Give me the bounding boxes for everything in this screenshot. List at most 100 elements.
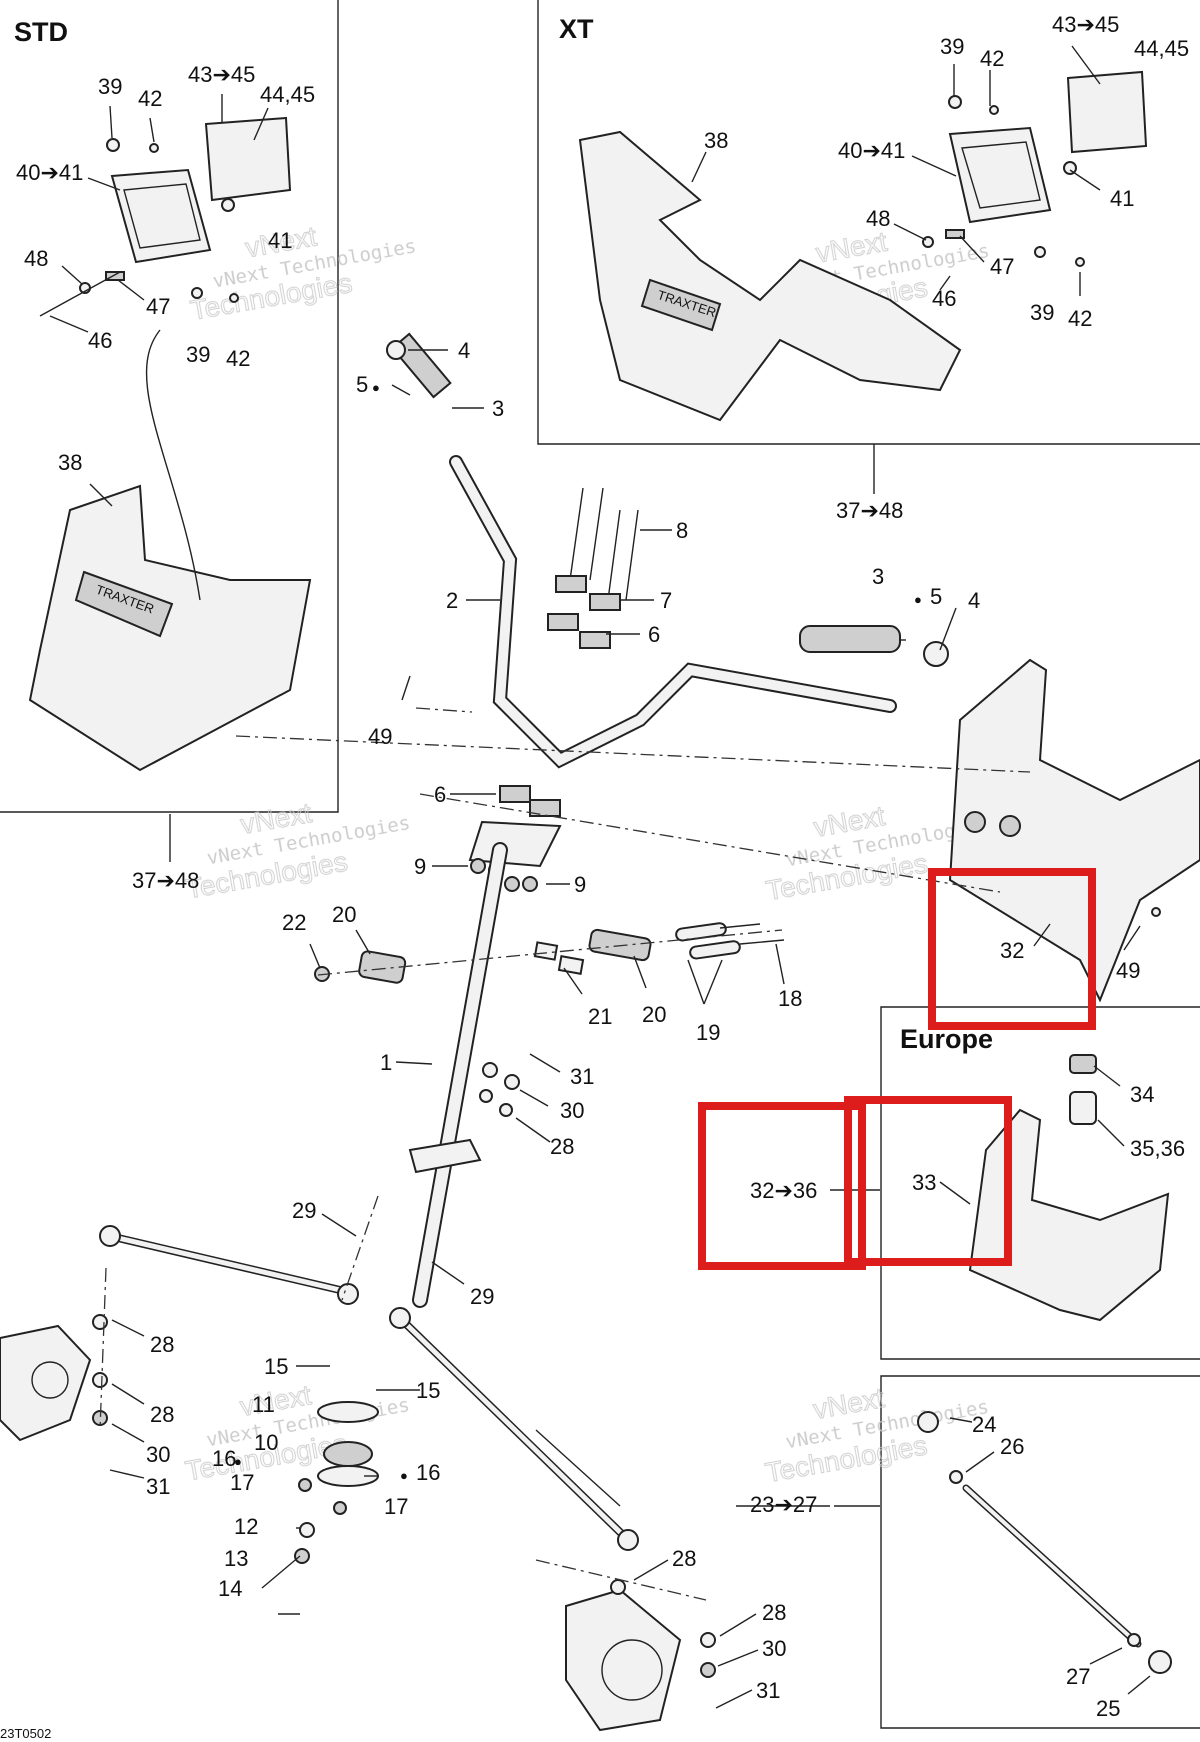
- pivot-bolt: [739, 939, 785, 945]
- std-cover: TRAXTER: [28, 484, 312, 772]
- clamp-bolt: [607, 509, 621, 601]
- callout-label: 39: [940, 34, 964, 59]
- callout-label: 33: [912, 1170, 936, 1195]
- callout-label: 48: [866, 206, 890, 231]
- highlight-box-32-36: [698, 1102, 866, 1270]
- callout-label: 44,45: [1134, 36, 1189, 61]
- callout-label: 34: [1130, 1082, 1154, 1107]
- nut-icon: [522, 876, 538, 892]
- europe-switch-body: [1069, 1091, 1097, 1125]
- callout-label: 39: [1030, 300, 1054, 325]
- column-support: [408, 1138, 482, 1174]
- tie-rod-end-icon: [1148, 1650, 1172, 1674]
- washer-icon: [299, 1522, 315, 1538]
- callout-label: 35,36: [1130, 1136, 1185, 1161]
- washer-icon: [610, 1579, 626, 1595]
- clamp-bolt: [625, 509, 639, 601]
- callout-label: 31: [570, 1064, 594, 1089]
- callout-label: 2: [446, 588, 458, 613]
- callout-label: 37➔48: [132, 868, 199, 893]
- right-bar-end-icon: [923, 641, 949, 667]
- clamp-icon: [555, 575, 587, 593]
- callout-label: 28: [762, 1600, 786, 1625]
- callout-label: 30: [560, 1098, 584, 1123]
- europe-switch-icon: [1069, 1054, 1097, 1074]
- bushing-icon: [358, 950, 407, 984]
- callout-label: 47: [146, 294, 170, 319]
- nut-icon: [92, 1410, 108, 1426]
- callout-label: 4: [458, 338, 470, 363]
- bushing-icon: [588, 928, 652, 962]
- washer-icon: [499, 1103, 513, 1117]
- clamp-icon: [579, 631, 611, 649]
- std-frame: [0, 0, 339, 813]
- xt-handguard-cover: [578, 130, 962, 422]
- xt-headlight-housing: [948, 126, 1052, 224]
- callout-label: 3: [492, 396, 504, 421]
- std-headlight-housing: [110, 168, 212, 264]
- washer-icon: [504, 1074, 520, 1090]
- tie-rod-end-icon: [917, 1411, 939, 1433]
- std-title: STD: [14, 17, 68, 47]
- callout-label: 41: [1110, 186, 1134, 211]
- bearing-icon: [317, 1401, 379, 1423]
- callout-label: 28: [550, 1134, 574, 1159]
- callout-label: 43➔45: [1052, 12, 1119, 37]
- callout-label: 32: [1000, 938, 1024, 963]
- europe-cover: [968, 1054, 1170, 1322]
- std-headlight-assembly: [39, 116, 292, 317]
- callout-label: 9: [414, 854, 426, 879]
- callout-label: 14: [218, 1576, 242, 1601]
- callout-label: 15: [264, 1354, 288, 1379]
- callout-label: 26: [1000, 1434, 1024, 1459]
- callout-labels: 43➔45 44,45 39 42 40➔41 41 48 47 46 39 4…: [16, 12, 1189, 1721]
- callout-label: 15: [416, 1378, 440, 1403]
- callout-label: 22: [282, 910, 306, 935]
- std-arrow-curve: [145, 329, 201, 601]
- clamp-icon: [499, 785, 531, 803]
- nut-icon: [333, 1501, 347, 1515]
- callout-label: 30: [762, 1636, 786, 1661]
- right-spindle-hub: [601, 1639, 663, 1701]
- callout-label: 49: [1116, 958, 1140, 983]
- callout-label: 28: [672, 1546, 696, 1571]
- callout-label: 16: [416, 1460, 440, 1485]
- std-bolt-line: [39, 271, 121, 317]
- washer-icon: [949, 1470, 963, 1484]
- xt-nut-icon: [1063, 161, 1077, 175]
- washer-icon: [1127, 1633, 1141, 1647]
- callout-label: 31: [756, 1678, 780, 1703]
- callout-label: 20: [642, 1002, 666, 1027]
- screw-icon: [1151, 907, 1161, 917]
- tie-rod-end-icon: [389, 1307, 411, 1329]
- callout-label: 28: [150, 1402, 174, 1427]
- callout-label: 1: [380, 1050, 392, 1075]
- washer-icon: [479, 1089, 493, 1103]
- std-washer-icon: [106, 138, 120, 152]
- callout-label: 40➔41: [16, 160, 83, 185]
- callout-label: 20: [332, 902, 356, 927]
- callout-label: 21: [588, 1004, 612, 1029]
- xt-title: XT: [559, 14, 594, 44]
- callout-label: 37➔48: [836, 498, 903, 523]
- callout-label: 16: [212, 1446, 236, 1471]
- leader-lines: [49, 45, 1151, 1709]
- sleeve-icon: [533, 941, 559, 961]
- callout-label: 17: [230, 1470, 254, 1495]
- callout-label: 32➔36: [750, 1178, 817, 1203]
- centerlines: [99, 707, 1031, 1601]
- callout-label: 29: [292, 1198, 316, 1223]
- std-washer-icon: [191, 287, 203, 299]
- callout-label: 46: [88, 328, 112, 353]
- std-handlebar-cover: [28, 484, 312, 772]
- link-plate: [689, 940, 741, 960]
- figure-reference: 23T0502: [0, 1726, 51, 1741]
- callout-label: 41: [268, 228, 292, 253]
- callout-label: 23➔27: [750, 1492, 817, 1517]
- handlebar-cover-right: [948, 658, 1200, 1003]
- tie-rod-end-icon: [617, 1529, 639, 1551]
- xt-screw-icon: [1075, 257, 1085, 267]
- bearing-icon: [323, 1441, 373, 1467]
- xt-washer-icon: [1034, 246, 1046, 258]
- sleeve-icon: [557, 955, 585, 975]
